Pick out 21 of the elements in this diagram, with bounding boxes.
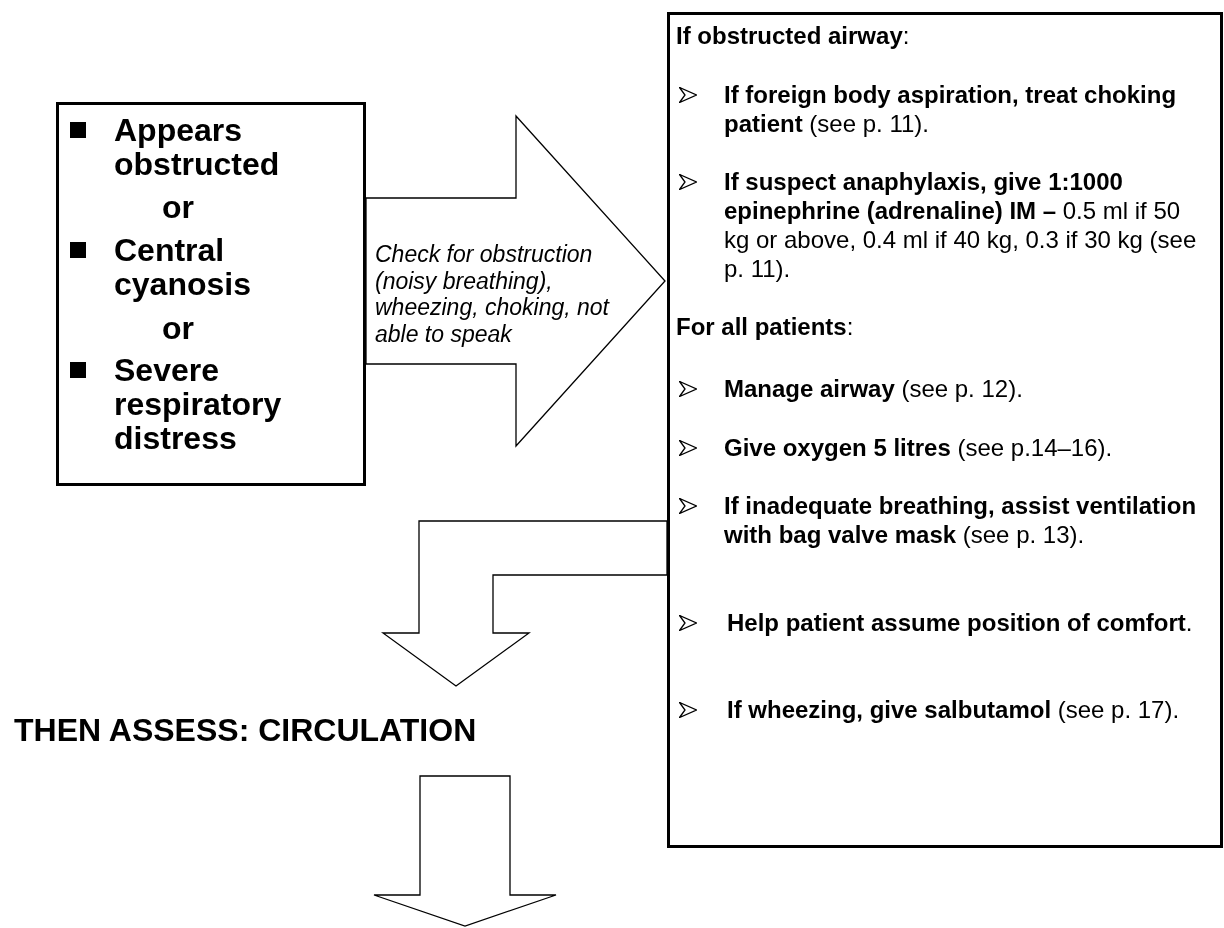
subheading: For all patients: (676, 312, 855, 341)
subheading: If obstructed airway: (676, 21, 911, 50)
action-box (667, 12, 1223, 848)
bullet-text: Severe respiratory distress (114, 353, 283, 455)
bullet-text: If foreign body aspiration, treat choking patient (see p. 11). (724, 80, 1178, 138)
bullet-text: Appears obstructed (114, 113, 281, 181)
connector-word: or (162, 190, 195, 224)
bullet-text: Manage airway (see p. 12). (724, 374, 1024, 403)
section-heading: THEN ASSESS: CIRCULATION (14, 711, 477, 749)
block-arrow (381, 520, 668, 687)
bullet-text: Give oxygen 5 litres (see p.14–16). (724, 433, 1114, 462)
block-arrow (373, 775, 557, 927)
bullet-text: If suspect anaphylaxis, give 1:1000 epinephrine (adrenaline) IM – 0.5 ml if 50 kg or above, 0.4 ml if 40 kg, 0.3 if 30 kg (see p. 11). (724, 167, 1198, 283)
condition-box (56, 102, 366, 486)
bullet-text: Help patient assume position of comfort. (727, 608, 1194, 637)
bullet-text: Central cyanosis (114, 233, 252, 301)
connector-word: or (162, 311, 195, 345)
bullet-text: If wheezing, give salbutamol (see p. 17). (727, 695, 1181, 724)
bullet-text: If inadequate breathing, assist ventilation with bag valve mask (see p. 13). (724, 491, 1198, 549)
block-arrow (365, 114, 666, 448)
edge-label: Check for obstruction (noisy breathing), wheezing, choking, not able to speak (375, 241, 611, 347)
